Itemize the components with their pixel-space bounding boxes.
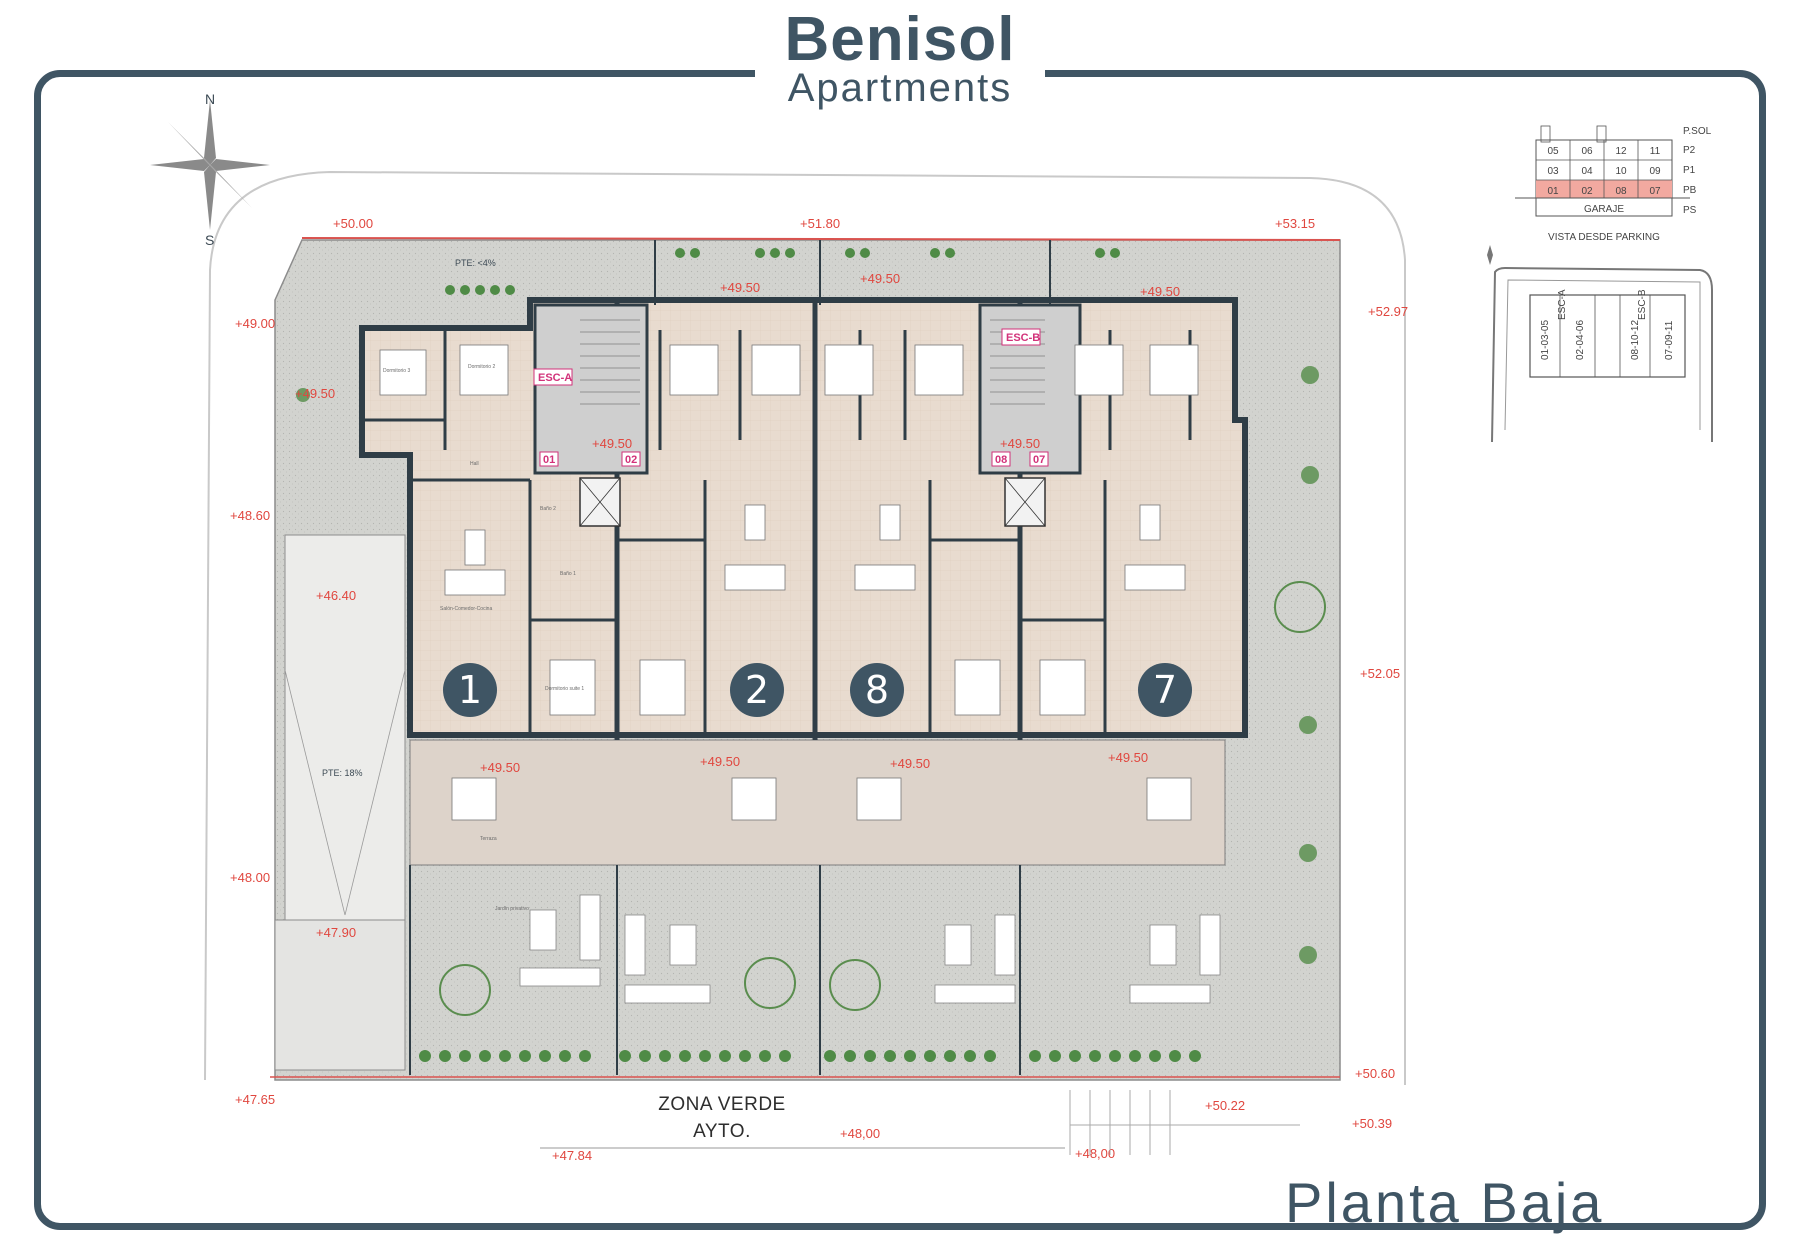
room-label: Hall bbox=[470, 461, 479, 467]
elevation-label: +50.22 bbox=[1205, 1098, 1245, 1113]
elevation-label: +49.50 bbox=[860, 271, 900, 286]
svg-text:2: 2 bbox=[745, 668, 769, 712]
elevation-label: +48.00 bbox=[230, 870, 270, 885]
door-label: 01 bbox=[543, 454, 555, 466]
door-label: 07 bbox=[1033, 454, 1045, 466]
legend-cell: 06 bbox=[1581, 146, 1593, 157]
elevation-label: +50.00 bbox=[333, 216, 373, 231]
elevation-label: +49.50 bbox=[480, 760, 520, 775]
legend-cell: 11 bbox=[1650, 146, 1661, 157]
door-label: 08 bbox=[995, 454, 1007, 466]
legend-garage: GARAJE bbox=[1584, 204, 1624, 215]
room-label: Salón-Comedor-Cocina bbox=[440, 606, 492, 612]
elevation-label: +46.40 bbox=[316, 588, 356, 603]
legend-cell: 04 bbox=[1581, 166, 1593, 177]
legend-cell: 03 bbox=[1547, 166, 1559, 177]
legend-cell: 01 bbox=[1547, 186, 1559, 197]
plan-title: Planta Baja bbox=[1285, 1171, 1605, 1234]
room-label: Dormitorio suite 1 bbox=[545, 686, 584, 692]
door-label: 02 bbox=[625, 454, 637, 466]
unit-badge[interactable]: 8 bbox=[850, 663, 904, 717]
room-label: Terraza bbox=[480, 836, 497, 842]
key-plan-esc: ESC-B bbox=[1637, 289, 1648, 320]
legend-cell: 08 bbox=[1615, 186, 1627, 197]
svg-text:1: 1 bbox=[458, 668, 482, 712]
floor-legend bbox=[1515, 125, 1690, 217]
stair-label-a: ESC-A bbox=[538, 372, 572, 384]
elevation-label: +51.80 bbox=[800, 216, 840, 231]
elevation-label: +47.65 bbox=[235, 1092, 275, 1107]
compass-icon bbox=[150, 100, 270, 230]
elevation-label: +48,00 bbox=[1075, 1146, 1115, 1161]
elevation-label: +50.39 bbox=[1352, 1116, 1392, 1131]
legend-floor: P2 bbox=[1683, 145, 1696, 156]
elevation-label: +49.50 bbox=[1108, 750, 1148, 765]
plot-boundary bbox=[204, 170, 1406, 1085]
legend-cell: 10 bbox=[1615, 166, 1627, 177]
unit-badge[interactable]: 7 bbox=[1138, 663, 1192, 717]
green-zone-label: ZONA VERDE bbox=[658, 1094, 785, 1115]
elevation-label: +49.00 bbox=[235, 316, 275, 331]
key-plan-label: 02-04-06 bbox=[1575, 320, 1586, 360]
brand-subtitle: Apartments bbox=[787, 66, 1013, 110]
elevation-label: +53.15 bbox=[1275, 216, 1315, 231]
room-label: Baño 1 bbox=[560, 571, 576, 577]
elevation-label: +49.50 bbox=[1000, 436, 1040, 451]
room-label: Dormitorio 2 bbox=[468, 364, 495, 370]
tree-icon bbox=[439, 964, 491, 1016]
elevation-label: +47.90 bbox=[316, 925, 356, 940]
elevation-label: +48.60 bbox=[230, 508, 270, 523]
brand-title: Benisol bbox=[784, 5, 1016, 74]
stair-label-b: ESC-B bbox=[1006, 332, 1040, 344]
elevation-label: +49.50 bbox=[1140, 284, 1180, 299]
room-label: Dormitorio 3 bbox=[383, 368, 410, 374]
legend-floor: PB bbox=[1683, 185, 1697, 196]
legend-cell: 05 bbox=[1547, 146, 1559, 157]
key-plan-label: 07-09-11 bbox=[1664, 320, 1675, 360]
compass-south: S bbox=[205, 232, 214, 248]
legend-caption: VISTA DESDE PARKING bbox=[1548, 232, 1660, 243]
key-plan-esc: ESC-A bbox=[1557, 289, 1568, 320]
legend-floor: PS bbox=[1683, 205, 1697, 216]
legend-cell: 12 bbox=[1615, 146, 1627, 157]
elevation-label: +49.50 bbox=[890, 756, 930, 771]
slope-label: PTE: <4% bbox=[455, 258, 496, 268]
tree-icon bbox=[1274, 581, 1326, 633]
unit-badge[interactable]: 1 bbox=[443, 663, 497, 717]
room-label: Jardín privativo bbox=[495, 906, 529, 912]
elevation-label: +50.60 bbox=[1355, 1066, 1395, 1081]
svg-text:7: 7 bbox=[1153, 668, 1177, 712]
elevation-label: +48,00 bbox=[840, 1126, 880, 1141]
terraces bbox=[409, 739, 1226, 866]
room-label: Baño 2 bbox=[540, 506, 556, 512]
elevation-label: +47.84 bbox=[552, 1148, 592, 1163]
slope-label: PTE: 18% bbox=[322, 768, 363, 778]
floor-plan: N S +50.00 +51.80 +53.15 +49.00 +52.97 +… bbox=[150, 91, 1713, 1163]
legend-cell: 07 bbox=[1649, 186, 1661, 197]
elevation-label: +52.97 bbox=[1368, 304, 1408, 319]
key-plan bbox=[1487, 245, 1713, 443]
stair-core-a bbox=[533, 303, 649, 475]
green-zone-label: AYTO. bbox=[693, 1121, 751, 1142]
tree-icon bbox=[829, 959, 881, 1011]
elevation-label: +49.50 bbox=[295, 386, 335, 401]
elevation-label: +49.50 bbox=[700, 754, 740, 769]
legend-floor: P1 bbox=[1683, 165, 1696, 176]
elevation-label: +52.05 bbox=[1360, 666, 1400, 681]
elevation-label: +49.50 bbox=[592, 436, 632, 451]
legend-floor: P.SOL bbox=[1683, 126, 1712, 137]
compass-north: N bbox=[205, 91, 215, 107]
garage-ramp bbox=[284, 534, 406, 921]
key-plan-label: 01-03-05 bbox=[1540, 320, 1551, 360]
key-plan-label: 08-10-12 bbox=[1630, 320, 1641, 360]
north-arrow-icon bbox=[1487, 245, 1493, 265]
tree-icon bbox=[744, 957, 796, 1009]
elevation-label: +49.50 bbox=[720, 280, 760, 295]
legend-cell: 09 bbox=[1649, 166, 1661, 177]
unit-badge[interactable]: 2 bbox=[730, 663, 784, 717]
legend-cell: 02 bbox=[1581, 186, 1593, 197]
svg-text:8: 8 bbox=[865, 668, 889, 712]
